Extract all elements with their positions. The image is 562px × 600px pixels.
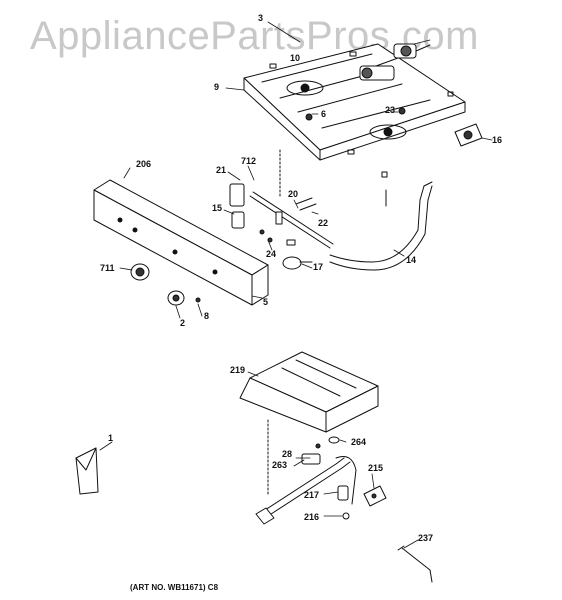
callout-712: 712 — [241, 156, 257, 166]
knob-2 — [167, 290, 185, 306]
callout-22: 22 — [318, 218, 329, 228]
literature-pack-1 — [75, 447, 99, 495]
callout-23: 23 — [385, 105, 396, 115]
supply-tube-14 — [329, 181, 433, 271]
callout-2: 2 — [180, 318, 186, 328]
callout-264: 264 — [351, 437, 367, 447]
nut-216 — [342, 512, 350, 520]
callout-20: 20 — [288, 189, 299, 199]
rod-237 — [397, 545, 433, 583]
screw-23 — [398, 107, 406, 115]
art-number: (ART NO. WB11671) C8 — [130, 583, 219, 592]
callout-3: 3 — [258, 13, 264, 23]
burner-box — [243, 43, 466, 178]
gas-manifold-pipe — [229, 183, 334, 270]
callout-21: 21 — [216, 165, 227, 175]
bracket-16 — [454, 123, 483, 147]
bracket-215 — [363, 485, 387, 507]
callout-5: 5 — [263, 297, 269, 307]
callout-9: 9 — [214, 82, 220, 92]
callout-217: 217 — [304, 490, 320, 500]
callout-6: 6 — [321, 109, 327, 119]
top-valve-assembly — [359, 43, 431, 81]
baffle-219 — [239, 351, 379, 433]
knob-711 — [130, 263, 150, 281]
leader-lines — [99, 21, 493, 549]
callout-24: 24 — [266, 249, 277, 259]
callout-263: 263 — [272, 460, 288, 470]
callout-15: 15 — [212, 203, 223, 213]
screw-6 — [305, 113, 313, 121]
callout-216: 216 — [304, 512, 320, 522]
callout-219: 219 — [230, 365, 246, 375]
callout-711: 711 — [100, 263, 115, 273]
callout-237: 237 — [418, 533, 434, 543]
callout-10: 10 — [290, 53, 301, 63]
callout-17: 17 — [313, 262, 324, 272]
callout-206: 206 — [136, 159, 152, 169]
manifold-panel — [93, 179, 269, 306]
callout-215: 215 — [368, 463, 384, 473]
screw-8 — [195, 297, 201, 303]
callout-28: 28 — [282, 449, 293, 459]
callout-8: 8 — [204, 311, 210, 321]
broiler-burner — [255, 436, 357, 525]
callout-14: 14 — [406, 255, 417, 265]
callout-1: 1 — [108, 433, 114, 443]
callout-16: 16 — [492, 135, 503, 145]
